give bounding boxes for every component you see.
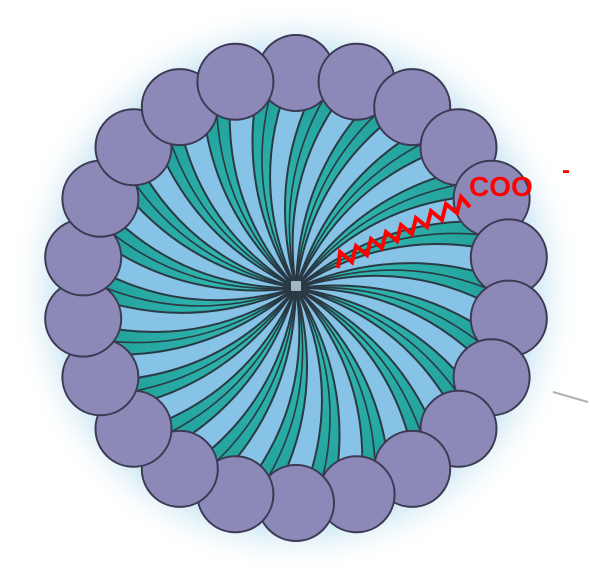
micelle-center	[290, 280, 302, 292]
head-group-22	[197, 44, 273, 120]
head-group-label: COO	[469, 171, 533, 202]
charge-label: -	[562, 157, 570, 184]
